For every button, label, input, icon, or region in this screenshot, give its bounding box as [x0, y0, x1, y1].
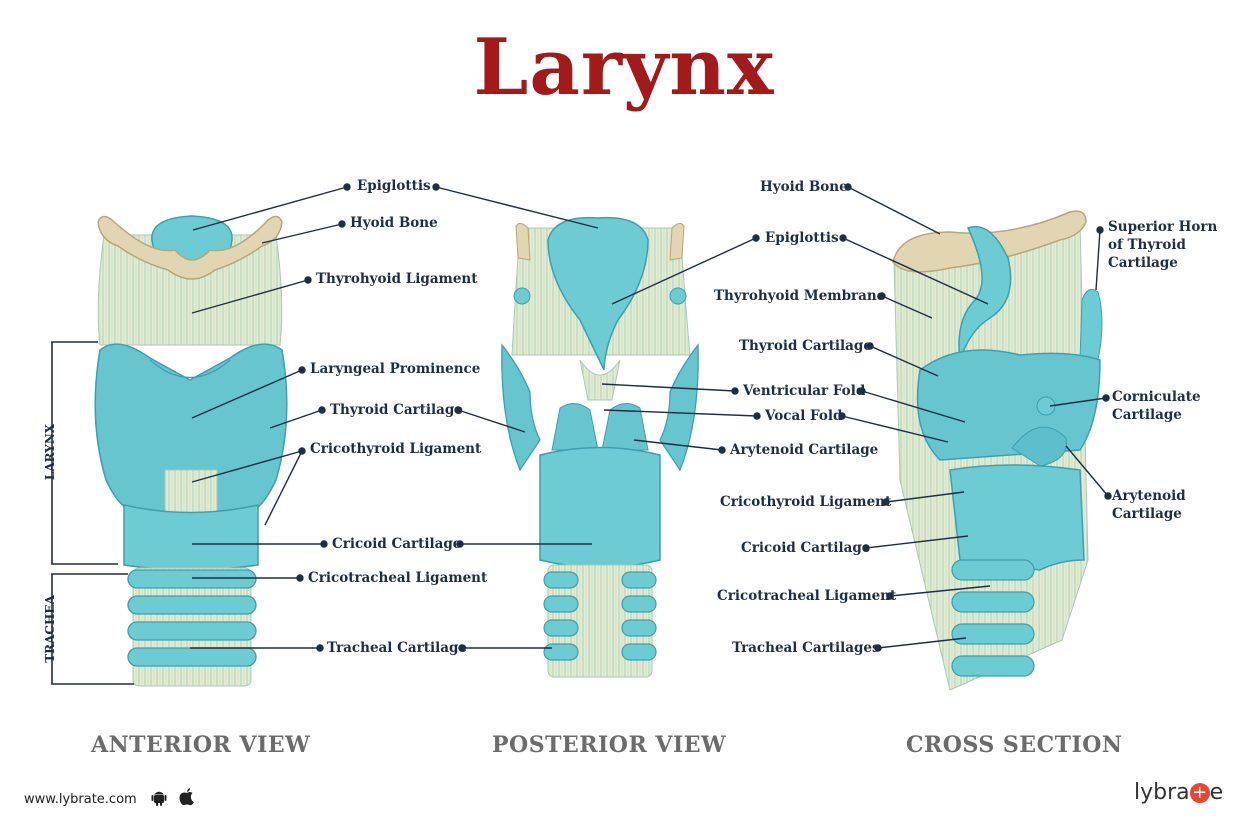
epiglottis: [958, 225, 1012, 361]
trachea-bracket: [51, 573, 134, 685]
label-anterior-cricotracheal-ligament: Cricotracheal Ligament: [308, 570, 488, 586]
footer-url-text[interactable]: www.lybrate.com: [24, 792, 137, 807]
label-anterior-cricothyroid-ligament: Cricothyroid Ligament: [310, 441, 482, 457]
label-posterior-ventricular-fold: Ventricular Fold: [743, 383, 866, 399]
label-cross-thyrohyoid-membrane: Thyrohyoid Membrane: [714, 288, 886, 304]
cricoid-cartilage: [949, 464, 1085, 571]
label-cross-arytenoid-2: Cartilage: [1112, 506, 1182, 522]
apple-icon[interactable]: [179, 788, 195, 810]
label-posterior-epiglottis: Epiglottis: [765, 230, 839, 246]
label-cross-cricothyroid-ligament: Cricothyroid Ligament: [720, 494, 892, 510]
caption-posterior-view: POSTERIOR VIEW: [492, 732, 727, 758]
leader-lines: [190, 183, 1112, 652]
label-cross-cricotracheal-ligament: Cricotracheal Ligament: [717, 588, 897, 604]
label-anterior-thyrohyoid-ligament: Thyrohyoid Ligament: [316, 271, 478, 287]
ventricular-fold: [579, 359, 621, 401]
label-cross-thyroid-cartilage: Thyroid Cartilage: [739, 338, 872, 354]
thyrohyoid-ligament: [97, 234, 283, 346]
label-cross-arytenoid-1: Arytenoid: [1112, 488, 1186, 504]
label-anterior-cricoid-cartilage: Cricoid Cartilage: [332, 536, 462, 552]
side-label-larynx: LARYNX: [43, 423, 58, 481]
posterior-view: [501, 216, 699, 678]
lybrate-logo[interactable]: lybra+e: [1134, 780, 1223, 805]
label-anterior-thyroid-cartilage: Thyroid Cartilage: [330, 402, 463, 418]
cross-section-view: [892, 210, 1103, 691]
footer-url[interactable]: www.lybrate.com: [24, 788, 195, 810]
label-cross-hyoid-bone: Hyoid Bone: [760, 179, 848, 195]
label-cross-superior-horn-3: Cartilage: [1108, 255, 1178, 271]
page-title: Larynx: [473, 22, 775, 113]
brand-text-right: e: [1209, 780, 1224, 805]
thyroid-cartilage: [916, 349, 1101, 461]
tracheal-rings-posterior: [543, 571, 657, 661]
larynx-bracket: [51, 341, 118, 565]
caption-cross-section: CROSS SECTION: [906, 732, 1123, 758]
label-cross-superior-horn-1: Superior Horn: [1108, 219, 1218, 235]
label-posterior-vocal-fold: Vocal Fold: [765, 408, 843, 424]
arytenoid-cartilage: [551, 403, 599, 451]
plus-icon: +: [1189, 783, 1210, 803]
hyoid-bone: [97, 215, 283, 280]
tracheal-rings: [127, 569, 257, 667]
label-posterior-arytenoid-cartilage: Arytenoid Cartilage: [730, 442, 879, 458]
android-icon[interactable]: [151, 789, 167, 810]
label-cross-corniculate-2: Cartilage: [1112, 407, 1182, 423]
label-anterior-laryngeal-prominence: Laryngeal Prominence: [310, 361, 481, 377]
side-label-trachea: TRACHEA: [42, 595, 57, 663]
thyroid-cartilage: [94, 343, 288, 513]
cricoid-cartilage: [123, 504, 259, 571]
label-anterior-tracheal-cartilage: Tracheal Cartilage: [327, 640, 467, 656]
arytenoid: [1011, 426, 1067, 467]
anterior-view: [51, 215, 288, 687]
label-anterior-hyoid-bone: Hyoid Bone: [350, 215, 438, 231]
caption-anterior-view: ANTERIOR VIEW: [91, 732, 311, 758]
label-anterior-epiglottis: Epiglottis: [357, 178, 431, 194]
label-cross-cricoid-cartilage: Cricoid Cartilage: [741, 540, 871, 556]
thyroid-cartilage: [501, 343, 541, 472]
cricoid-cartilage: [539, 446, 661, 569]
superior-horn: [1079, 288, 1103, 361]
label-cross-tracheal-cartilages: Tracheal Cartilages: [732, 640, 880, 656]
brand-text-left: lybra: [1134, 780, 1190, 805]
tracheal-rings-cross: [951, 559, 1035, 677]
label-cross-superior-horn-2: of Thyroid: [1108, 237, 1186, 253]
label-cross-corniculate-1: Corniculate: [1112, 389, 1201, 405]
epiglottis: [547, 216, 649, 371]
corniculate: [1036, 396, 1056, 416]
